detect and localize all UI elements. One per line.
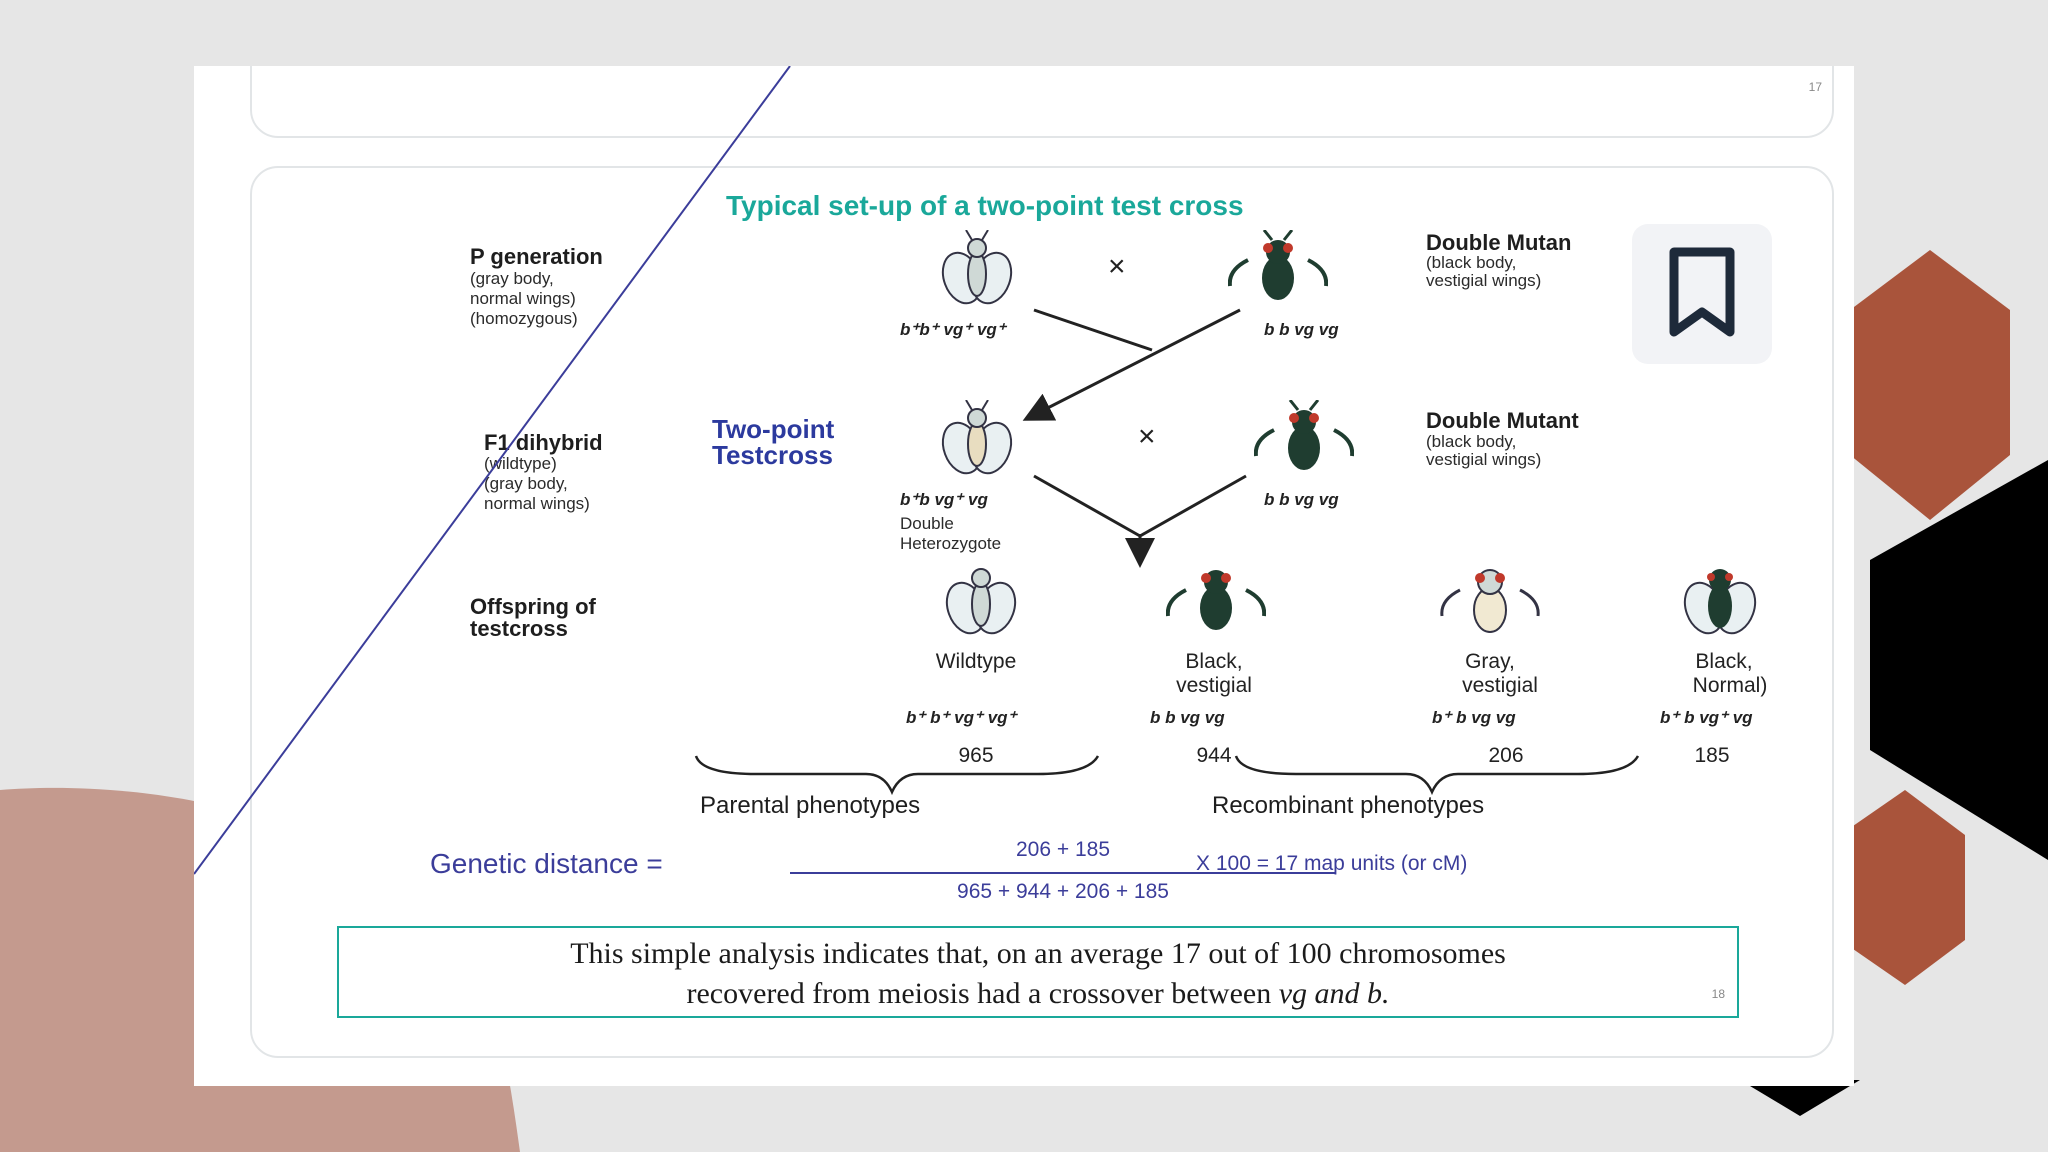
- conclusion-line-1: This simple analysis indicates that, on …: [339, 934, 1737, 974]
- conclusion-line-2-italic: vg and b.: [1279, 977, 1390, 1010]
- recombinant-phenotypes-label: Recombinant phenotypes: [1212, 792, 1484, 820]
- offspring-phenotype-2: vestigial: [1410, 674, 1590, 698]
- offspring-count: 965: [886, 744, 1066, 768]
- fly-icon: [1440, 560, 1540, 640]
- fly-icon: [936, 560, 1026, 640]
- offspring-phenotype: Black,: [1124, 650, 1304, 674]
- slide-frame: 17 Typical set-up of a two-point test cr…: [194, 66, 1854, 1086]
- arrow-icon: [1034, 476, 1140, 536]
- page-number: 18: [1712, 974, 1725, 1014]
- offspring-label-2: testcross: [470, 618, 568, 640]
- arrow-icon: [1140, 476, 1246, 536]
- arrow-icon: [1034, 310, 1152, 350]
- fly-icon: [1254, 400, 1354, 480]
- parental-phenotypes-label: Parental phenotypes: [700, 792, 920, 820]
- fly-icon: [932, 400, 1022, 480]
- offspring-count: 944: [1124, 744, 1304, 768]
- offspring-phenotype: Black,: [1634, 650, 1814, 674]
- genetic-distance-label: Genetic distance =: [430, 848, 663, 880]
- fly-icon: [1670, 560, 1770, 640]
- genetic-distance-denominator: 965 + 944 + 206 + 185: [790, 880, 1336, 904]
- offspring-genotype: b⁺ b vg vg: [1432, 708, 1516, 728]
- offspring-phenotype: Gray,: [1400, 650, 1580, 674]
- offspring-phenotype-2: vestigial: [1124, 674, 1304, 698]
- offspring-genotype: b⁺ b vg⁺ vg: [1660, 708, 1753, 728]
- offspring-label-1: Offspring of: [470, 596, 596, 618]
- offspring-genotype: b⁺ b⁺ vg⁺ vg⁺: [906, 708, 1017, 728]
- offspring-genotype: b b vg vg: [1150, 708, 1225, 728]
- arrow-icon: [1028, 310, 1240, 418]
- conclusion-box: This simple analysis indicates that, on …: [337, 926, 1739, 1018]
- fly-icon: [932, 230, 1022, 310]
- genetic-distance-tail: X 100 = 17 map units (or cM): [1196, 852, 1467, 876]
- offspring-count: 206: [1416, 744, 1596, 768]
- conclusion-line-2-prefix: recovered from meiosis had a crossover b…: [686, 977, 1278, 1010]
- offspring-phenotype-2: Normal): [1640, 674, 1820, 698]
- conclusion-line-2: recovered from meiosis had a crossover b…: [339, 974, 1737, 1014]
- offspring-phenotype: Wildtype: [886, 650, 1066, 674]
- fly-icon: [1166, 560, 1266, 640]
- fly-icon: [1228, 230, 1328, 310]
- offspring-count: 185: [1622, 744, 1802, 768]
